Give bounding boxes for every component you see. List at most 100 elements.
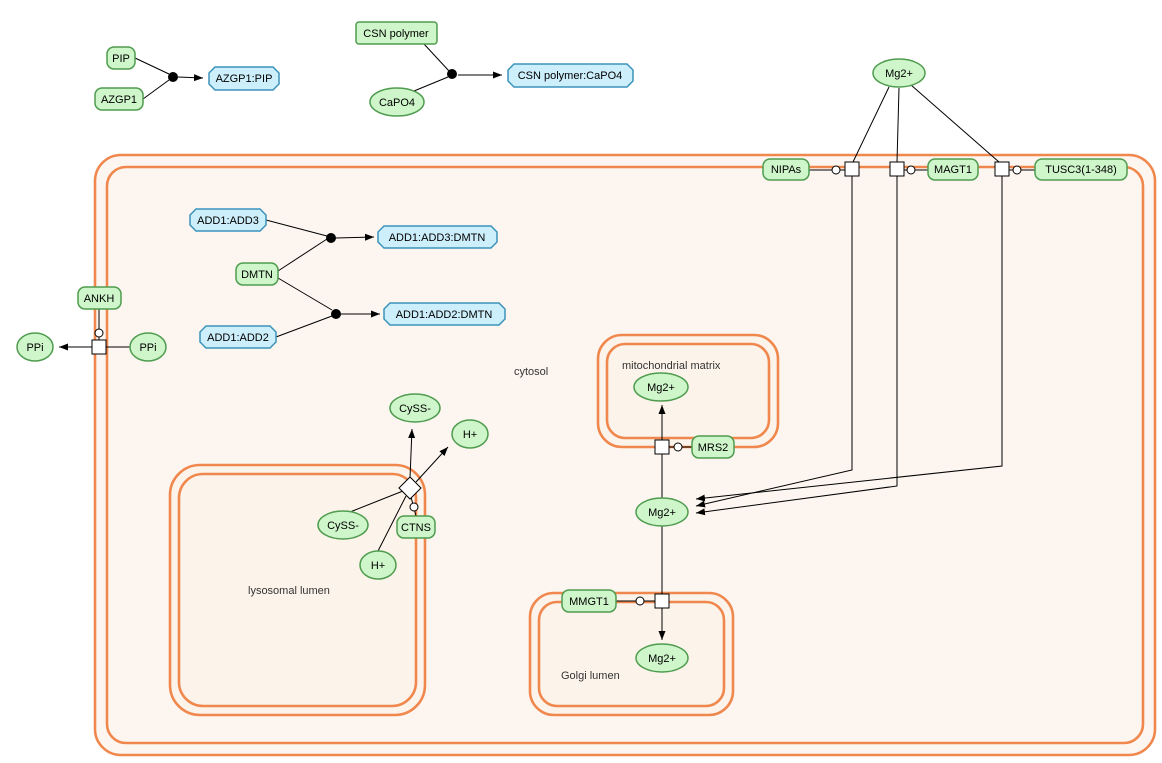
entity-label-mmgt1: MMGT1 [569, 596, 609, 608]
entity-magt1[interactable]: MAGT1 [927, 158, 979, 181]
catalysis-circle-ctns [409, 502, 419, 512]
entity-add1-add2-dmtn-complex[interactable]: ADD1:ADD2:DMTN [383, 302, 506, 326]
entity-label-magt1: MAGT1 [934, 164, 972, 176]
edge-input-add1-add2 [275, 315, 333, 338]
catalysis-circle-mrs2 [673, 442, 683, 452]
edge-input-dmtn-2 [277, 277, 333, 311]
edge-tusc3-product-mg2 [695, 176, 1003, 502]
cell-membrane-inner [105, 165, 1145, 745]
edge-input-dmtn-1 [277, 238, 328, 272]
entity-capo4[interactable]: CaPO4 [369, 87, 425, 117]
entity-mg2-golgi[interactable]: Mg2+ [635, 643, 689, 673]
catalysis-circle-magt1 [906, 165, 916, 175]
edge-input-csn-polymer [423, 43, 450, 72]
reaction-node-tusc3-transport[interactable] [994, 161, 1010, 177]
catalysis-circle-mmgt1 [635, 596, 645, 606]
mitochondrion-membrane-outer [596, 333, 780, 449]
mitochondrion-compartment [596, 333, 780, 449]
entity-label-add1-add2-dmtn: ADD1:ADD2:DMTN [396, 309, 493, 321]
entity-label-h-lysosomal: H+ [371, 560, 385, 572]
golgi-membrane-inner [537, 600, 726, 708]
entity-label-pip: PIP [112, 53, 130, 65]
entity-label-azgp1: AZGP1 [101, 94, 137, 106]
entity-label-mg2-extracellular: Mg2+ [885, 68, 913, 80]
entity-dmtn[interactable]: DMTN [235, 262, 279, 286]
entity-add1-add2-complex[interactable]: ADD1:ADD2 [199, 325, 277, 349]
entity-mg2-mitochondrial[interactable]: Mg2+ [633, 372, 689, 402]
lysosome-membrane-inner [177, 472, 418, 708]
edge-nipas-product-mg2 [695, 176, 853, 508]
entity-csn-polymer[interactable]: CSN polymer [355, 21, 438, 45]
entity-label-cyss-lysosomal: CySS- [327, 520, 359, 532]
reaction-node-ankh-transport[interactable] [91, 339, 107, 355]
entity-mg2-extracellular[interactable]: Mg2+ [872, 58, 926, 88]
edge-output-azgp1-pip [177, 74, 204, 82]
compartment-label-mitochondrial-matrix: mitochondrial matrix [622, 360, 721, 372]
entity-label-csn-polymer: CSN polymer [363, 28, 429, 40]
reaction-node-nipas-transport[interactable] [844, 161, 860, 177]
edge-output-h-cytosol [415, 446, 449, 483]
entity-cyss-lysosomal[interactable]: CySS- [317, 510, 369, 540]
edge-input-capo4 [413, 76, 449, 92]
entity-label-ankh: ANKH [84, 293, 115, 305]
entity-mg2-cytosol[interactable]: Mg2+ [635, 497, 689, 527]
reaction-node-mmgt1-transport[interactable] [654, 593, 670, 609]
entity-ankh[interactable]: ANKH [77, 286, 122, 310]
reaction-node-ctns-transport[interactable] [398, 476, 422, 500]
entity-h-cytosol[interactable]: H+ [451, 419, 489, 449]
entity-label-csn-polymer-capo4: CSN polymer:CaPO4 [518, 70, 623, 82]
entity-label-ppi-cytosol: PPi [139, 342, 156, 354]
entity-tusc3[interactable]: TUSC3(1-348) [1034, 158, 1128, 181]
binding-node-azgp1-pip[interactable] [168, 72, 178, 82]
compartment-label-lysosomal-lumen: lysosomal lumen [248, 585, 330, 597]
entity-pip[interactable]: PIP [106, 46, 136, 70]
entity-nipas[interactable]: NIPAs [762, 158, 810, 181]
compartment-label-golgi-lumen: Golgi lumen [561, 670, 620, 682]
binding-node-add1-add3-dmtn[interactable] [326, 233, 336, 243]
entity-mmgt1[interactable]: MMGT1 [561, 589, 617, 613]
entity-label-ppi-extracellular: PPi [26, 342, 43, 354]
edge-magt1-product-mg2 [695, 176, 898, 516]
edge-mg2-to-magt1-reaction [896, 87, 900, 163]
entity-ctns[interactable]: CTNS [396, 515, 436, 539]
edge-output-cyss-cytosol [408, 428, 416, 479]
entity-label-add1-add2: ADD1:ADD2 [207, 332, 269, 344]
mitochondrion-membrane-inner [605, 342, 771, 440]
entity-azgp1[interactable]: AZGP1 [94, 87, 144, 111]
entity-csn-polymer-capo4-complex[interactable]: CSN polymer:CaPO4 [507, 63, 634, 88]
entity-label-mg2-golgi: Mg2+ [648, 653, 676, 665]
entity-cyss-cytosol[interactable]: CySS- [389, 393, 441, 423]
catalysis-circle-tusc3 [1012, 165, 1022, 175]
entity-label-mg2-mitochondrial: Mg2+ [647, 382, 675, 394]
binding-node-add1-add2-dmtn[interactable] [331, 309, 341, 319]
edge-output-add1-add3-dmtn [335, 233, 375, 241]
entity-label-mg2-cytosol: Mg2+ [648, 507, 676, 519]
edge-input-add1-add3 [265, 219, 328, 237]
entity-label-capo4: CaPO4 [379, 97, 415, 109]
entity-add1-add3-complex[interactable]: ADD1:ADD3 [189, 208, 267, 232]
entity-add1-add3-dmtn-complex[interactable]: ADD1:ADD3:DMTN [377, 225, 498, 249]
catalysis-circle-nipas [831, 165, 841, 175]
binding-node-csn-capo4[interactable] [447, 69, 457, 79]
entity-label-nipas: NIPAs [771, 164, 802, 176]
edge-input-cyss-lysosomal [349, 490, 404, 513]
entity-ppi-extracellular[interactable]: PPi [16, 332, 54, 362]
entity-h-lysosomal[interactable]: H+ [359, 550, 397, 580]
compartment-label-cytosol: cytosol [514, 366, 548, 378]
reaction-node-mrs2-transport[interactable] [654, 439, 670, 455]
edge-mg2-to-nipas-reaction [852, 86, 890, 163]
entity-ppi-cytosol[interactable]: PPi [129, 332, 167, 362]
golgi-compartment [528, 591, 735, 717]
entity-label-cyss-cytosol: CySS- [399, 403, 431, 415]
catalysis-circle-ankh [94, 328, 104, 338]
entity-label-mrs2: MRS2 [698, 442, 729, 454]
golgi-membrane-outer [528, 591, 735, 717]
entity-mrs2[interactable]: MRS2 [691, 435, 735, 459]
entity-label-tusc3: TUSC3(1-348) [1045, 164, 1117, 176]
edge-input-pip [134, 57, 170, 75]
edge-input-azgp1 [142, 79, 170, 100]
reaction-node-magt1-transport[interactable] [889, 161, 905, 177]
entity-azgp1-pip-complex[interactable]: AZGP1:PIP [208, 66, 280, 91]
